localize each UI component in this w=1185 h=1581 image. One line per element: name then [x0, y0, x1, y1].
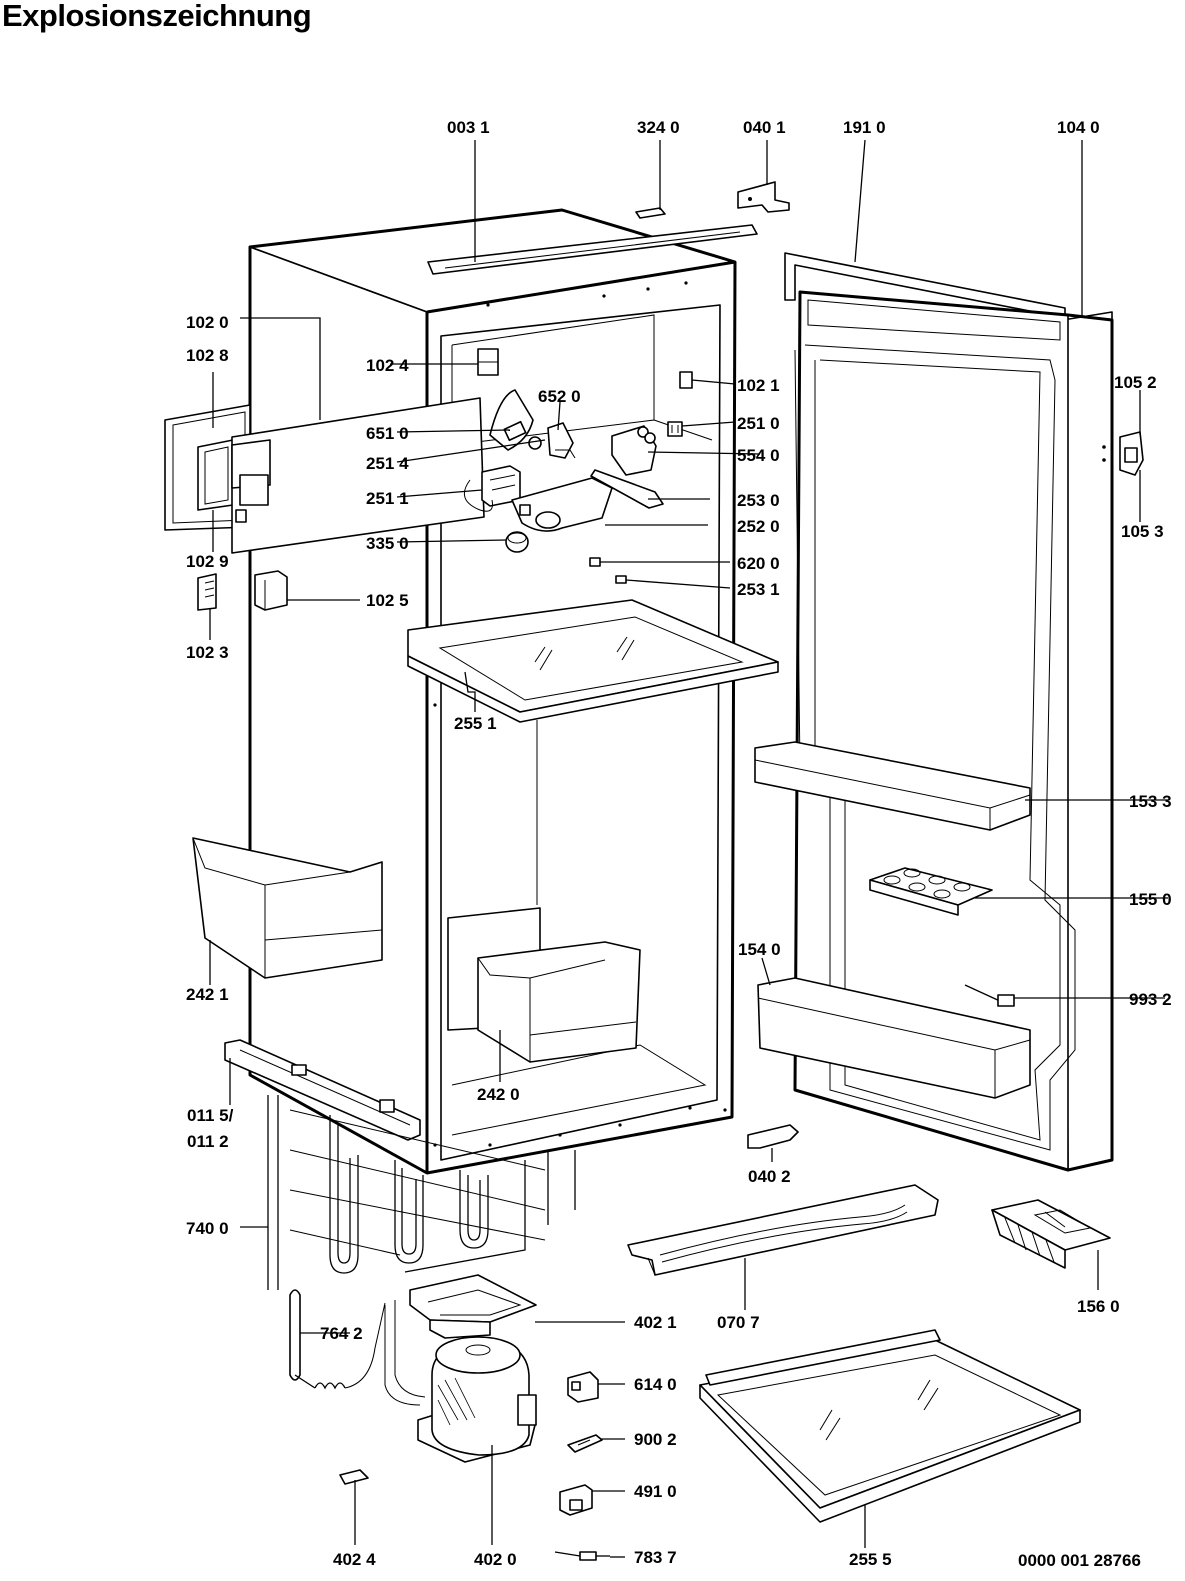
label-153-3: 153 3 — [1129, 792, 1172, 811]
ice-cube-tray — [991, 1199, 1111, 1269]
label-251-1: 251 1 — [366, 489, 409, 508]
label-040-2: 040 2 — [748, 1167, 791, 1186]
control-panel-cover — [231, 397, 485, 554]
label-102-3: 102 3 — [186, 643, 229, 662]
crisper-bin-left — [192, 837, 383, 979]
filter-drier — [289, 1289, 386, 1390]
label-614-0: 614 0 — [634, 1375, 677, 1394]
label-993-2: 993 2 — [1129, 990, 1172, 1009]
hinge-assembly-right — [1102, 431, 1144, 476]
label-156-0: 156 0 — [1077, 1297, 1120, 1316]
compressor-clip — [339, 1469, 369, 1485]
label-154-0: 154 0 — [738, 940, 781, 959]
label-740-0: 740 0 — [186, 1219, 229, 1238]
label-104-0: 104 0 — [1057, 118, 1100, 137]
label-783-7: 783 7 — [634, 1548, 677, 1567]
label-335-0: 335 0 — [366, 534, 409, 553]
crisper-bin-right — [447, 907, 641, 1063]
label-900-2: 900 2 — [634, 1430, 677, 1449]
label-242-0: 242 0 — [477, 1085, 520, 1104]
label-402-4: 402 4 — [333, 1550, 376, 1569]
label-102-9: 102 9 — [186, 552, 229, 571]
label-102-8: 102 8 — [186, 346, 229, 365]
label-251-0: 251 0 — [737, 414, 780, 433]
label-255-1: 255 1 — [454, 714, 497, 733]
label-242-1: 242 1 — [186, 985, 229, 1004]
label-102-5: 102 5 — [366, 591, 409, 610]
label-251-4: 251 4 — [366, 454, 409, 473]
small-clip-1023 — [197, 573, 217, 611]
egg-tray — [869, 867, 993, 916]
label-491-0: 491 0 — [634, 1482, 677, 1501]
label-402-1: 402 1 — [634, 1313, 677, 1332]
label-070-7: 070 7 — [717, 1313, 760, 1332]
label-011-2: 011 2 — [187, 1132, 229, 1151]
label-255-5: 255 5 — [849, 1550, 892, 1569]
label-011-5: 011 5/ — [187, 1106, 234, 1125]
label-003-1: 003 1 — [447, 118, 490, 137]
plinth-strip — [627, 1184, 939, 1276]
label-102-4: 102 4 — [366, 356, 409, 375]
overload-protector — [567, 1434, 603, 1453]
label-102-1: 102 1 — [737, 376, 780, 395]
label-040-1: 040 1 — [743, 118, 786, 137]
condenser-coil — [267, 1095, 576, 1290]
label-652-0: 652 0 — [538, 387, 581, 406]
label-402-0: 402 0 — [474, 1550, 517, 1569]
label-252-0: 252 0 — [737, 517, 780, 536]
label-155-0: 155 0 — [1129, 890, 1172, 909]
leader-lines — [209, 139, 1168, 1558]
temperature-probe — [964, 984, 1015, 1007]
start-relay — [567, 1371, 599, 1403]
base-strip — [224, 1039, 421, 1141]
label-253-1: 253 1 — [737, 580, 780, 599]
glass-shelf-upper — [407, 599, 779, 723]
door-assembly — [793, 290, 1114, 1172]
label-554-0: 554 0 — [737, 446, 780, 465]
hinge-bracket-bottom — [747, 1124, 799, 1149]
glass-shelf-lower — [699, 1329, 1081, 1523]
label-620-0: 620 0 — [737, 554, 780, 573]
top-trim-strip — [427, 224, 758, 275]
clip-part — [635, 207, 666, 219]
label-764-2: 764 2 — [320, 1324, 363, 1343]
label-102-0: 102 0 — [186, 313, 229, 332]
page-title: Explosionszeichnung — [2, 0, 312, 33]
document-number: 0000 001 28766 — [1018, 1551, 1141, 1570]
label-651-0: 651 0 — [366, 424, 409, 443]
cover-cap-1025 — [254, 570, 288, 611]
label-105-3: 105 3 — [1121, 522, 1164, 541]
label-191-0: 191 0 — [843, 118, 886, 137]
door-shelf-upper — [754, 741, 1031, 831]
hinge-bracket-top — [737, 181, 790, 213]
label-253-0: 253 0 — [737, 491, 780, 510]
label-324-0: 324 0 — [637, 118, 680, 137]
compressor-tray — [409, 1274, 537, 1339]
compressor — [384, 1300, 537, 1463]
label-105-2: 105 2 — [1114, 373, 1157, 392]
door-bin-lower — [757, 977, 1031, 1099]
cable-connector — [554, 1551, 610, 1561]
cover-cap-491 — [559, 1484, 593, 1516]
part-labels: 003 1 324 0 040 1 191 0 104 0 102 0 102 … — [186, 118, 1172, 1570]
